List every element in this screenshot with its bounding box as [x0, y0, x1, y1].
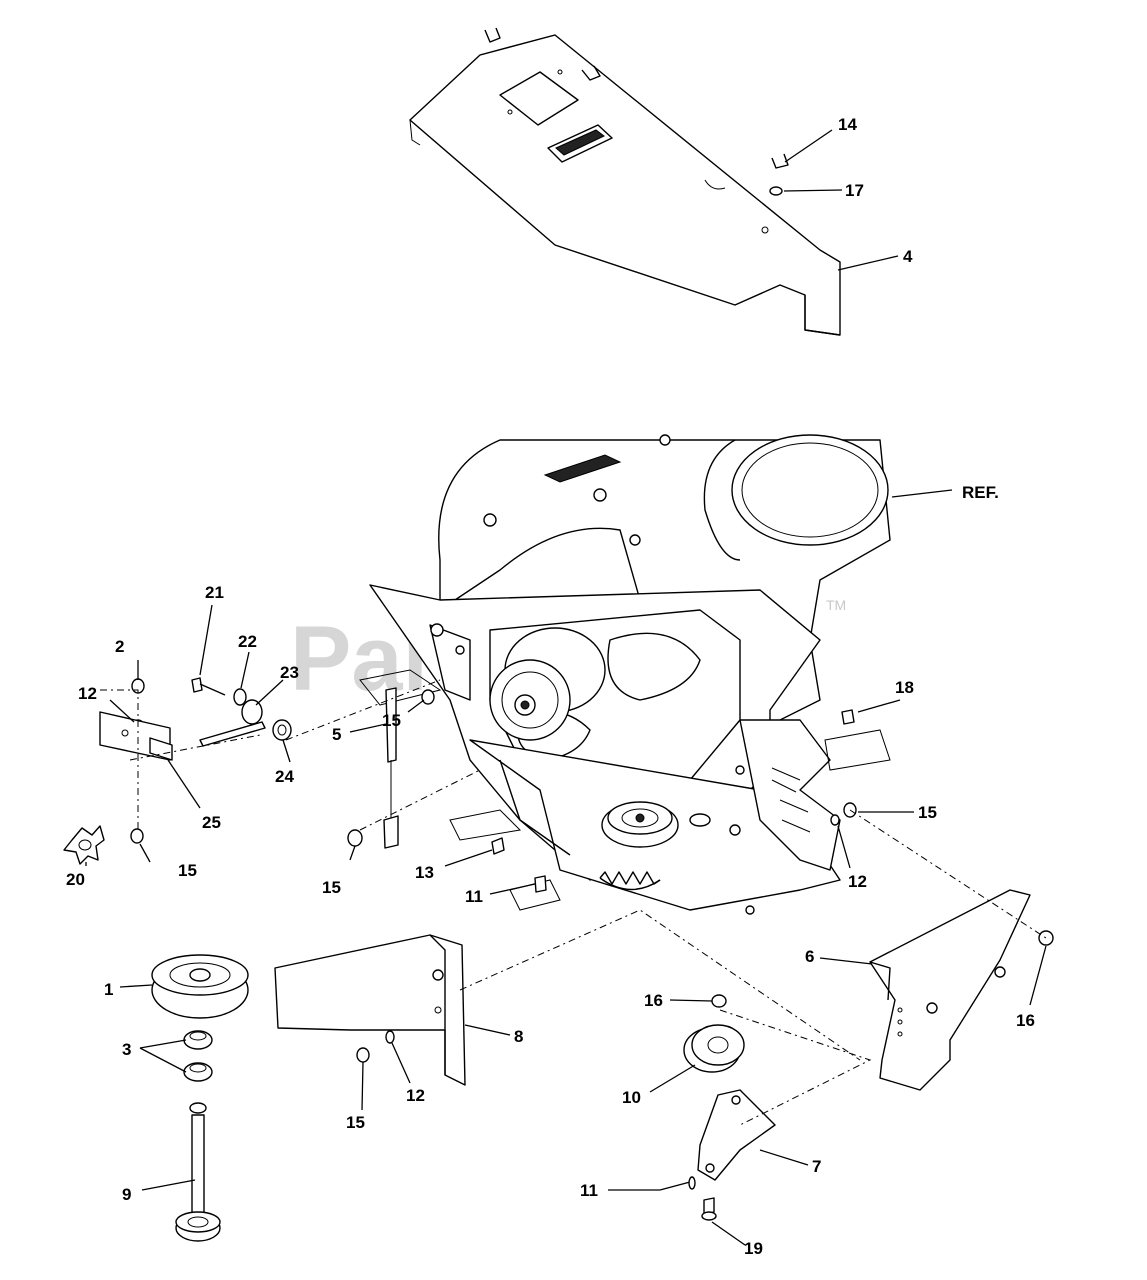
callout-2: 2 [115, 637, 124, 656]
part-18-bolt [841, 709, 855, 725]
callout-11-upper: 11 [465, 887, 483, 906]
part-8-belt-guard [274, 934, 466, 1086]
callout-16-right: 16 [1016, 1011, 1035, 1030]
part-22-washer [233, 688, 247, 706]
callout-15-right: 15 [918, 803, 937, 822]
callout-24: 24 [275, 767, 294, 786]
callout-23: 23 [280, 663, 299, 682]
main-housing [369, 434, 891, 915]
callout-1: 1 [104, 980, 113, 999]
idler-pulley [601, 801, 711, 848]
part-9-shaft [175, 1102, 221, 1242]
callout-25: 25 [202, 813, 221, 832]
callout-9: 9 [122, 1185, 131, 1204]
part-7-idler-bracket [697, 1089, 776, 1181]
callout-15-guard: 15 [346, 1113, 365, 1132]
callout-4: 4 [903, 247, 913, 266]
upper-pulley-assembly [489, 627, 606, 741]
part-24-nut [272, 719, 292, 741]
part-11-pin-b [659, 1176, 696, 1191]
callout-5: 5 [332, 725, 341, 744]
callout-12-left: 12 [78, 684, 97, 703]
callout-ref: REF. [962, 483, 999, 502]
callout-19: 19 [744, 1239, 763, 1258]
callout-20: 20 [66, 870, 85, 889]
part-6-bracket [869, 889, 1031, 1091]
callout-12-guard: 12 [406, 1086, 425, 1105]
part-15-nut-a [130, 828, 144, 844]
spring [599, 871, 661, 891]
part-13-bolt [491, 837, 505, 855]
part-1-pulley [151, 954, 249, 1019]
callout-11-lower: 11 [580, 1181, 598, 1200]
callout-14: 14 [838, 115, 857, 134]
part-15-nut-b [347, 829, 363, 847]
callout-16-idler: 16 [644, 991, 663, 1010]
part-10-idler [683, 1024, 745, 1073]
part-21-bolt [191, 677, 226, 696]
part-3-bearing-a [183, 1030, 213, 1050]
callout-17: 17 [845, 181, 864, 200]
part-16-nut-a [1038, 930, 1054, 946]
part-15-nut-e [356, 1047, 370, 1063]
part-25-bracket [99, 711, 173, 761]
shaft-rod [199, 721, 266, 747]
callout-8: 8 [514, 1027, 523, 1046]
callout-12-right: 12 [848, 872, 867, 891]
part-17-washer [769, 186, 783, 196]
part-16-nut-b [711, 994, 727, 1008]
part-23-washer [241, 699, 263, 725]
part-15-nut-c [421, 689, 435, 705]
part-14-clip [771, 153, 789, 169]
callout-3: 3 [122, 1040, 131, 1059]
part-3-bearing-b [183, 1062, 213, 1082]
callout-6: 6 [805, 947, 814, 966]
part-20-knob [63, 825, 105, 865]
part-12-lockwasher-c [830, 814, 840, 826]
callout-7: 7 [812, 1157, 821, 1176]
part-5-rod [383, 687, 399, 849]
callout-18: 18 [895, 678, 914, 697]
callout-15-left: 15 [178, 861, 197, 880]
part-11-pin-a [534, 875, 547, 893]
part-12-lockwasher-b [385, 1030, 395, 1044]
part-4-top-cover [409, 27, 841, 336]
part-19-bolt [701, 1197, 717, 1221]
callout-10: 10 [622, 1088, 641, 1107]
callout-13: 13 [415, 863, 434, 882]
callout-22: 22 [238, 632, 257, 651]
callout-21: 21 [205, 583, 224, 602]
callout-15-mid: 15 [382, 711, 401, 730]
callout-15-lower: 15 [322, 878, 341, 897]
watermark-trademark: TM [826, 597, 846, 613]
